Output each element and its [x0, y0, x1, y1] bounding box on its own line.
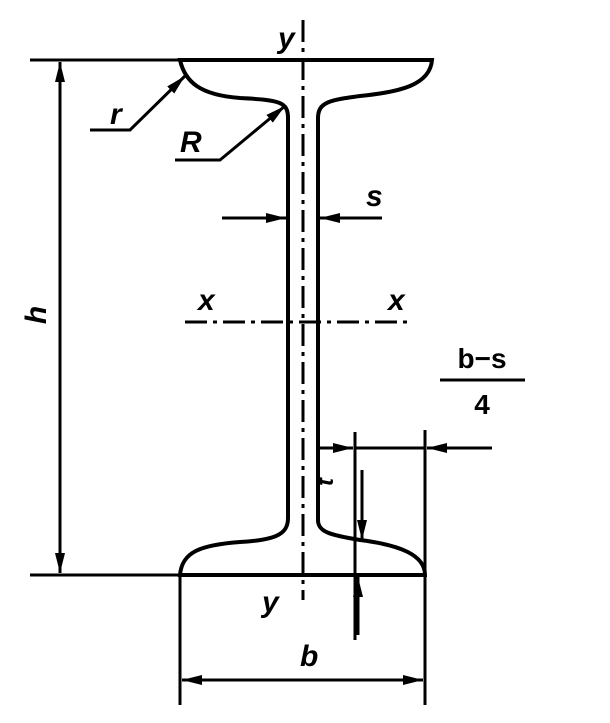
beam-profile — [177, 58, 435, 577]
fraction-numerator: b−s — [457, 343, 506, 374]
y-label-bottom: y — [260, 586, 280, 619]
t-label: t — [312, 477, 339, 486]
x-label-left: x — [196, 284, 216, 317]
fraction-denominator: 4 — [474, 389, 490, 420]
R-label: R — [180, 126, 202, 159]
r-leader — [90, 74, 187, 132]
x-label-right: x — [386, 284, 406, 317]
s-label: s — [366, 180, 383, 213]
r-label: r — [110, 98, 124, 131]
h-label: h — [20, 306, 53, 324]
b-label: b — [300, 640, 318, 673]
R-leader — [175, 104, 286, 162]
y-label-top: y — [276, 22, 296, 55]
